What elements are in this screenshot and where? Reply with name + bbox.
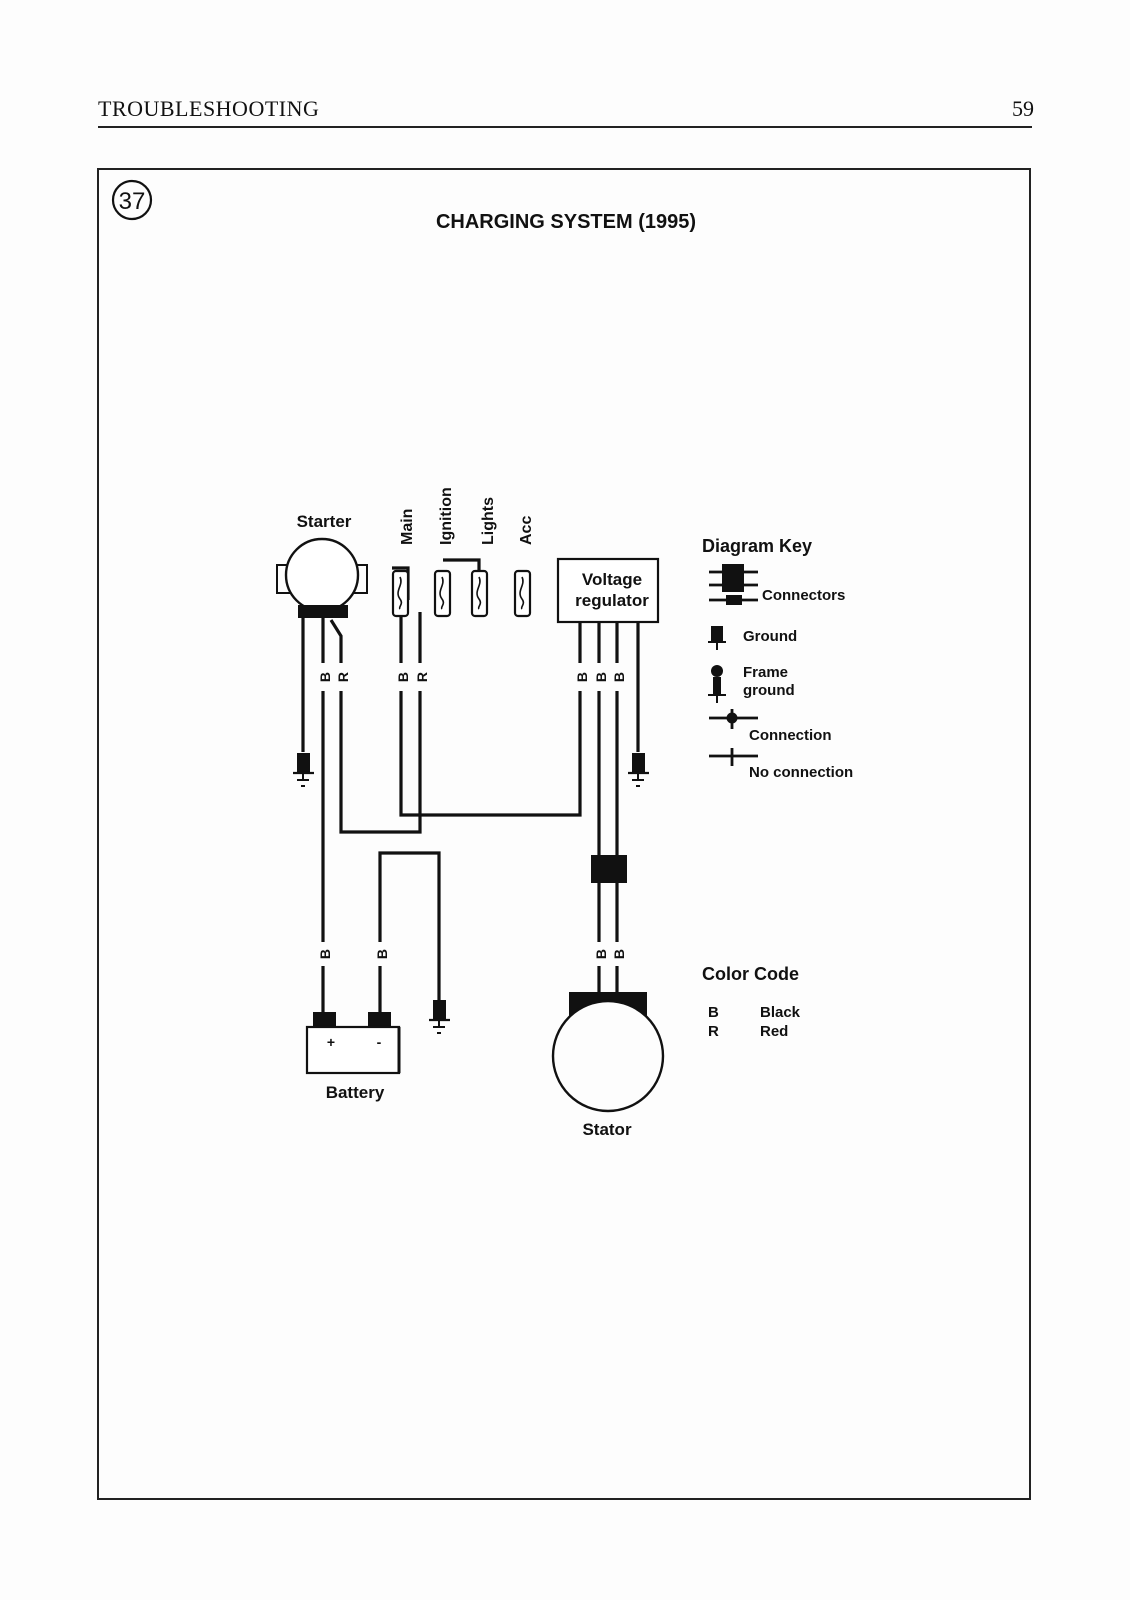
color-code-title: Color Code [702,964,799,984]
wires [301,558,640,1012]
stator: Stator [551,992,665,1139]
frame-ground-key-icon [708,665,726,703]
connector-key-icon [709,564,758,605]
wire-label-starter-r: R [335,672,351,682]
wire-label-main-b: B [395,672,411,682]
ground-symbol-battery [429,1000,450,1034]
fuse-block: Main Ignition Lights Acc [391,487,535,618]
regulator-label-line1: Voltage [582,570,642,589]
wire-battery-ground [378,851,441,1012]
regulator-label-line2: regulator [575,591,649,610]
fuse-ignition [433,569,452,618]
stator-connector [591,855,627,883]
ground-key-label: Ground [743,628,797,645]
figure-number: 37 [119,188,146,215]
figure-number-badge: 37 [111,179,153,221]
section-title: TROUBLESHOOTING [98,96,320,121]
ground-symbol-regulator [628,753,649,787]
ground-symbol-starter [293,753,314,787]
fuse-label-ignition: Ignition [438,487,455,545]
starter: Starter [276,512,368,618]
wire-label-stator-1: B [593,949,609,959]
diagram-key-title: Diagram Key [702,536,812,556]
battery-positive-sign: + [327,1034,335,1050]
diagram-key: Diagram Key Connectors Ground [702,536,853,781]
battery-label: Battery [326,1083,385,1102]
frame-ground-key-label-2: ground [743,682,795,699]
no-connection-key-icon [709,748,758,766]
page-number: 59 [1012,96,1034,121]
connection-key-icon [709,709,758,729]
fuse-lights [470,569,489,618]
fuse-label-lights: Lights [480,497,497,545]
battery: + - Battery [305,1012,401,1102]
battery-negative-sign: - [377,1034,382,1050]
wire-main-regulator [399,612,582,817]
header-rule [98,126,1032,128]
color-code-letter-r: R [708,1023,719,1040]
starter-label: Starter [297,512,352,531]
connectors-key-label: Connectors [762,587,845,604]
wire-starter-main [329,612,422,834]
wire-label-starter-b: B [317,672,333,682]
wire-color-labels: B R B R B B B B B B B [314,663,627,966]
wire-label-regulator-1: B [574,672,590,682]
stator-label: Stator [582,1120,632,1139]
wire-label-stator-2: B [611,949,627,959]
connection-key-label: Connection [749,727,832,744]
voltage-regulator: Voltage regulator [556,557,660,624]
no-connection-key-label: No connection [749,764,853,781]
fuse-main [391,569,410,618]
figure-frame [97,168,1031,1500]
wire-label-battery-positive: B [317,949,333,959]
color-code-letter-b: B [708,1004,719,1021]
fuse-label-main: Main [399,509,416,545]
diagram-title: CHARGING SYSTEM (1995) [436,211,696,233]
fuse-label-acc: Acc [518,516,535,545]
wire-label-regulator-2: B [593,672,609,682]
wire-label-battery-negative: B [374,949,390,959]
ground-key-icon [708,626,726,650]
color-code-name-black: Black [760,1004,801,1021]
frame-ground-key-label-1: Frame [743,664,788,681]
wire-label-main-r: R [414,672,430,682]
fuse-acc [513,569,532,618]
color-code-name-red: Red [760,1023,788,1040]
wire-label-regulator-3: B [611,672,627,682]
color-code: Color Code B Black R Red [702,964,801,1040]
